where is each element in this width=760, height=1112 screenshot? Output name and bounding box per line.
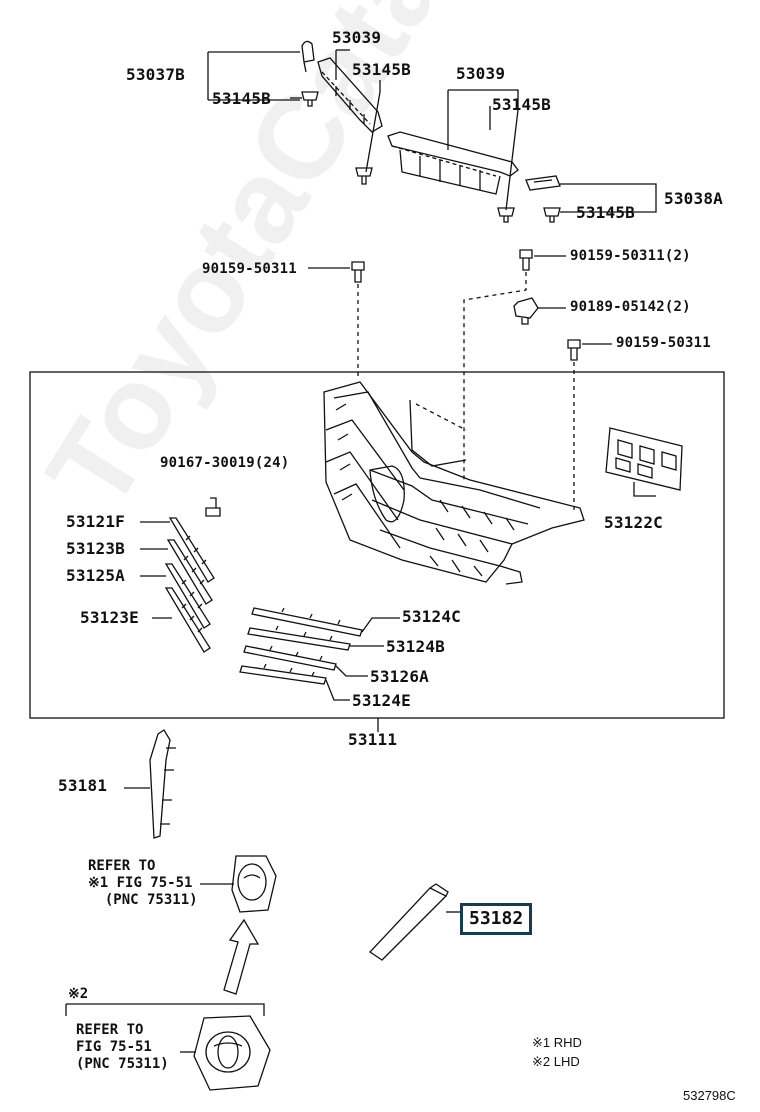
label-90159-right: 90159-50311(2) xyxy=(570,248,691,264)
label-90159-far-right: 90159-50311 xyxy=(616,335,711,351)
emblem-rhd xyxy=(200,855,277,913)
molding-53039-right xyxy=(387,131,519,195)
label-53124C: 53124C xyxy=(402,607,461,626)
label-53121F: 53121F xyxy=(66,512,125,531)
label-90167: 90167-30019(24) xyxy=(160,455,290,471)
label-53182-highlight: 53182 xyxy=(460,903,533,935)
strip-53124C xyxy=(251,607,363,637)
label-53123E: 53123E xyxy=(80,608,139,627)
strip-53123E xyxy=(164,587,211,653)
legend-rhd: ※1 RHD xyxy=(532,1035,582,1050)
strip-53125A xyxy=(164,563,211,629)
label-53037B: 53037B xyxy=(126,65,185,84)
label-53125A: 53125A xyxy=(66,566,125,585)
strip-53121F xyxy=(168,517,215,583)
label-53038A: 53038A xyxy=(664,189,723,208)
side-strip-53181 xyxy=(124,729,176,839)
bolt-90167 xyxy=(205,497,221,517)
fastener-53145B-right xyxy=(497,207,515,223)
label-53145B-d: 53145B xyxy=(576,203,635,222)
label-90159-left: 90159-50311 xyxy=(202,261,297,277)
label-53124E: 53124E xyxy=(352,691,411,710)
refer-note-lhd: REFER TO FIG 75-51 (PNC 75311) xyxy=(76,1022,169,1072)
refer-mark-lhd: ※2 xyxy=(68,986,89,1002)
label-53039-left: 53039 xyxy=(332,28,382,47)
fastener-53145B-center xyxy=(355,167,373,185)
bolt-90159-right-pair xyxy=(519,249,566,271)
bolt-90159-left xyxy=(308,261,365,283)
label-53111: 53111 xyxy=(348,730,398,749)
clip-53037B xyxy=(301,40,315,73)
label-53126A: 53126A xyxy=(370,667,429,686)
diagram-id: 532798C xyxy=(683,1088,736,1103)
label-53145B-b: 53145B xyxy=(212,89,271,108)
fastener-53145B-left xyxy=(301,91,319,107)
bracket-53038A xyxy=(525,175,561,191)
molding-53039-left xyxy=(317,57,383,133)
strip-53124E xyxy=(239,663,327,685)
arrow-up xyxy=(223,918,260,995)
label-53181: 53181 xyxy=(58,776,108,795)
strip-53123B xyxy=(166,539,213,605)
assembly-frame-53111 xyxy=(29,371,725,719)
label-53123B: 53123B xyxy=(66,539,125,558)
strip-53126A xyxy=(243,645,337,671)
label-53145B-a: 53145B xyxy=(352,60,411,79)
nut-90189 xyxy=(513,297,566,325)
label-90189: 90189-05142(2) xyxy=(570,299,691,315)
strip-53124B xyxy=(247,625,351,651)
refer-note-rhd: REFER TO ※1 FIG 75-51 (PNC 75311) xyxy=(88,858,198,908)
emblem-lhd xyxy=(180,1015,271,1091)
label-53124B: 53124B xyxy=(386,637,445,656)
bolt-90159-far-right xyxy=(567,339,612,361)
legend-lhd: ※2 LHD xyxy=(532,1054,580,1069)
fastener-53145B-far-right xyxy=(543,207,561,223)
grille-assembly xyxy=(323,381,585,585)
strip-53182 xyxy=(369,883,462,961)
label-53122C: 53122C xyxy=(604,513,663,532)
label-53039-right: 53039 xyxy=(456,64,506,83)
label-53145B-c: 53145B xyxy=(492,95,551,114)
insert-53122C xyxy=(605,427,683,497)
